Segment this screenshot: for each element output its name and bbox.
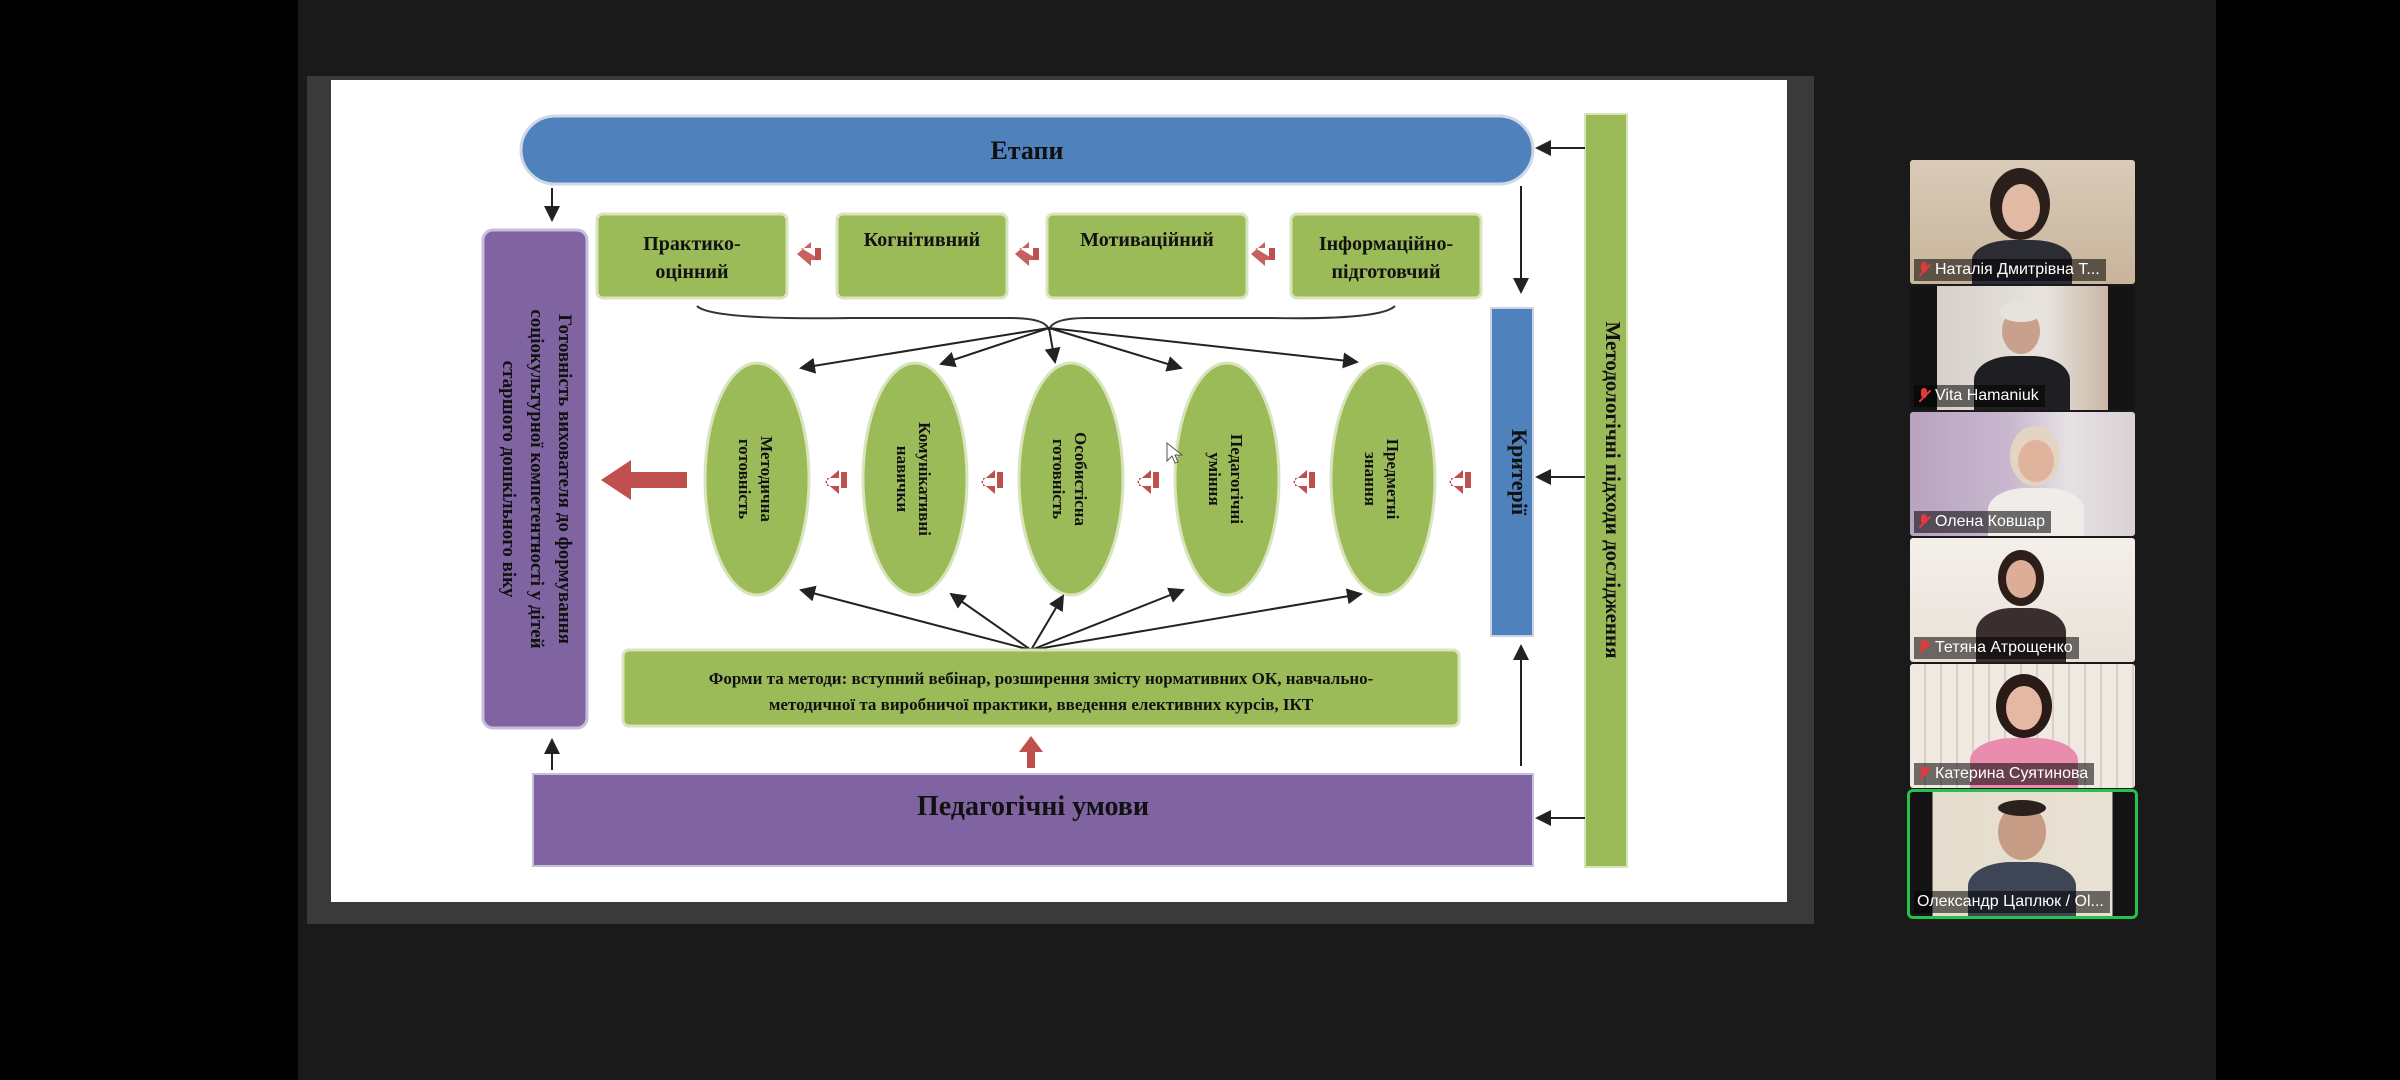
methodology-label: Методологічні підходи дослідження — [1601, 322, 1625, 659]
bottom-fan-arrows — [799, 585, 1363, 651]
stage-arrows — [797, 242, 1275, 266]
participant-name: Наталія Дмитрівна Т... — [1935, 261, 2100, 278]
readiness-bar — [481, 228, 589, 730]
ellipse-communicative: Комунікативні навички — [861, 361, 969, 597]
stage-box-practical — [595, 212, 789, 300]
ellipse-pedagogical-line1: Педагогічні — [1227, 434, 1246, 524]
ellipse-personal: Особистісна готовність — [1017, 361, 1125, 597]
presentation-slide: Етапи Методологічні підходи дослідження … — [331, 80, 1787, 902]
stage-motivational-label: Мотиваційний — [1080, 229, 1214, 251]
participant-tile[interactable]: Наталія Дмитрівна Т... — [1910, 160, 2135, 284]
muted-mic-icon — [1917, 262, 1931, 278]
stages-header-bar — [519, 114, 1535, 186]
participant-name-tag: Наталія Дмитрівна Т... — [1914, 259, 2106, 281]
conditions-up-arrow — [1019, 736, 1043, 768]
stage-informational-line1: Інформаційно- — [1319, 233, 1453, 255]
muted-mic-icon — [1917, 766, 1931, 782]
top-fan-arrows — [799, 327, 1359, 374]
ellipse-methodical-line1: Методична — [757, 436, 776, 522]
participant-name-tag: Тетяна Атрощенко — [1914, 637, 2079, 659]
ellipse-pedagogical-line2: уміння — [1205, 452, 1224, 505]
methodology-bar — [1584, 113, 1628, 868]
connector-arrows — [544, 140, 1585, 826]
participant-name: Олександр Цаплюк / Ol... — [1917, 893, 2104, 910]
readiness-line-2: соціокультурної компетентності у дітей — [526, 309, 547, 648]
ellipse-personal-line1: Особистісна — [1071, 432, 1090, 527]
criteria-label: Критерії — [1507, 429, 1532, 516]
participant-tile-active-speaker[interactable]: Олександр Цаплюк / Ol... — [1907, 789, 2138, 919]
stages-brace — [696, 305, 1396, 331]
stage-practical-line2: оцінний — [655, 261, 728, 283]
conditions-label: Педагогічні умови — [917, 791, 1149, 822]
stage-informational-line2: підготовчий — [1332, 261, 1441, 283]
participant-tile[interactable]: Vita Hamaniuk — [1910, 286, 2135, 410]
stages-header-label: Етапи — [990, 136, 1063, 165]
diagram: Етапи Методологічні підходи дослідження … — [481, 113, 1628, 868]
forms-line-1: Форми та методи: вступний вебінар, розши… — [709, 669, 1374, 688]
stage-box-informational — [1289, 212, 1483, 300]
ellipse-methodical: Методична готовність — [703, 361, 811, 597]
muted-mic-icon — [1917, 388, 1931, 404]
ellipse-arrows — [825, 470, 1471, 494]
participant-name: Олена Ковшар — [1935, 513, 2046, 530]
ellipse-methodical-line2: готовність — [735, 439, 754, 519]
ellipse-subject-line1: Предметні — [1383, 439, 1402, 520]
ellipse-subject-line2: знання — [1361, 452, 1380, 506]
readiness-big-arrow — [601, 460, 687, 500]
stage-box-motivational — [1045, 212, 1249, 300]
ellipse-subject: Предметні знання — [1329, 361, 1437, 597]
forms-methods-box — [621, 648, 1461, 728]
ellipse-communicative-line2: навички — [893, 446, 912, 513]
stage-cognitive-label: Когнітивний — [864, 229, 980, 251]
participant-name-tag: Олена Ковшар — [1914, 511, 2052, 533]
forms-line-2: методичної та виробничої практики, введе… — [769, 695, 1314, 714]
stage-box-cognitive — [835, 212, 1009, 300]
participant-name: Катерина Суятинова — [1935, 765, 2089, 782]
muted-mic-icon — [1917, 514, 1931, 530]
stage-practical-line1: Практико- — [643, 233, 740, 255]
participant-tile[interactable]: Тетяна Атрощенко — [1910, 538, 2135, 662]
participant-name-tag: Катерина Суятинова — [1914, 763, 2095, 785]
participant-tile[interactable]: Катерина Суятинова — [1910, 664, 2135, 788]
muted-mic-icon — [1917, 640, 1931, 656]
participant-name: Тетяна Атрощенко — [1935, 639, 2073, 656]
participant-name-tag: Олександр Цаплюк / Ol... — [1914, 891, 2110, 913]
readiness-line-1: Готовність вихователя до формування — [554, 314, 575, 644]
mouse-cursor — [1166, 441, 1184, 464]
participant-tile[interactable]: Олена Ковшар — [1910, 412, 2135, 536]
participant-name: Vita Hamaniuk — [1935, 387, 2039, 404]
criteria-bar — [1490, 307, 1534, 637]
ellipse-personal-line2: готовність — [1049, 439, 1068, 519]
ellipse-pedagogical: Педагогічні уміння — [1173, 361, 1281, 597]
ellipse-communicative-line1: Комунікативні — [915, 422, 934, 536]
conditions-bar — [532, 773, 1534, 867]
participant-name-tag: Vita Hamaniuk — [1914, 385, 2045, 407]
readiness-line-3: старшого дошкільного віку — [498, 361, 519, 598]
